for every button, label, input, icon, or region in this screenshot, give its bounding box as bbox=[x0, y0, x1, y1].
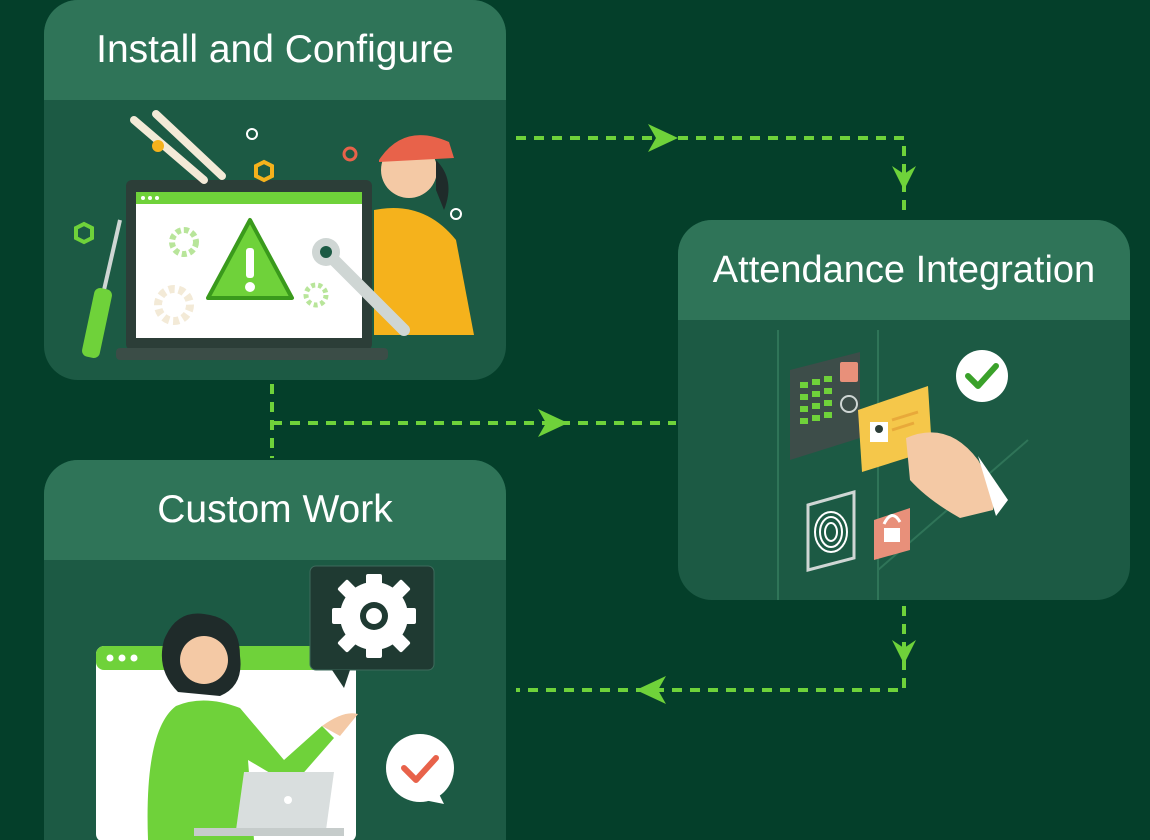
custom-work-icon bbox=[96, 565, 454, 840]
arrow-down-icon bbox=[892, 166, 916, 190]
step-card-custom: Custom Work bbox=[44, 460, 506, 840]
step-card-attendance: Attendance Integration bbox=[678, 220, 1130, 600]
arrow-right-icon bbox=[538, 409, 568, 437]
step-title: Custom Work bbox=[44, 460, 506, 560]
laptop-repair-icon bbox=[74, 110, 474, 360]
connector-attendance-to-custom bbox=[516, 606, 906, 692]
step-title: Install and Configure bbox=[44, 0, 506, 100]
step-title: Attendance Integration bbox=[678, 220, 1130, 320]
arrow-right-icon bbox=[648, 124, 678, 152]
access-control-icon bbox=[777, 330, 1029, 600]
step-card-install: Install and Configure bbox=[44, 0, 506, 380]
arrow-left-icon bbox=[636, 676, 666, 704]
connector-install-to-attendance bbox=[516, 136, 906, 218]
arrow-down-icon bbox=[892, 640, 916, 664]
